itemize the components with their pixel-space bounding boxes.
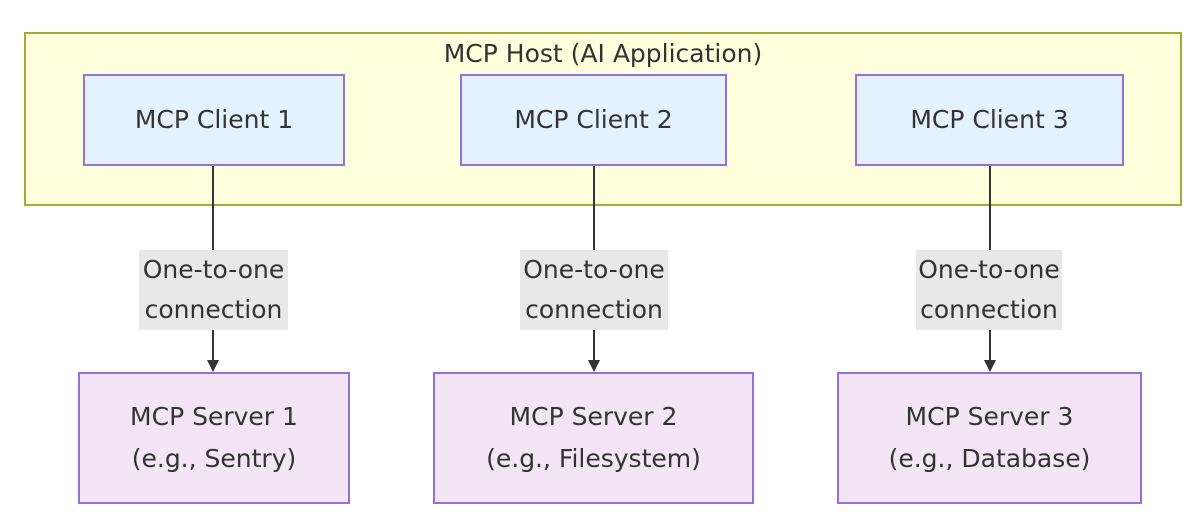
mcp-client-1-node: MCP Client 1 <box>83 74 345 166</box>
mcp-client-3-label: MCP Client 3 <box>910 105 1069 134</box>
edge-label-1: One-to-one connection <box>139 250 288 330</box>
mcp-server-2-name: MCP Server 2 <box>509 402 678 431</box>
edge-label-3-line1: One-to-one <box>918 255 1060 284</box>
edge-label-2: One-to-one connection <box>520 250 668 330</box>
mcp-server-3-node: MCP Server 3 (e.g., Database) <box>837 372 1142 504</box>
mcp-server-3-example: (e.g., Database) <box>888 444 1091 473</box>
mcp-server-1-node: MCP Server 1 (e.g., Sentry) <box>78 372 350 504</box>
edge-label-1-line1: One-to-one <box>142 255 285 284</box>
edge-label-3-line2: connection <box>920 295 1058 324</box>
mcp-server-1-name: MCP Server 1 <box>130 402 298 431</box>
mcp-server-1-example: (e.g., Sentry) <box>131 444 297 473</box>
mcp-server-2-example: (e.g., Filesystem) <box>486 444 701 473</box>
edge-label-2-line1: One-to-one <box>523 255 665 284</box>
edge-label-3: One-to-one connection <box>916 250 1062 330</box>
edge-label-2-line2: connection <box>525 295 663 324</box>
mcp-client-3-node: MCP Client 3 <box>855 74 1124 166</box>
mcp-server-2-node: MCP Server 2 (e.g., Filesystem) <box>433 372 754 504</box>
mcp-client-2-node: MCP Client 2 <box>460 74 727 166</box>
mcp-client-1-label: MCP Client 1 <box>134 105 294 134</box>
mcp-client-2-label: MCP Client 2 <box>514 105 673 134</box>
mcp-server-3-name: MCP Server 3 <box>905 402 1074 431</box>
mcp-host-title: MCP Host (AI Application) <box>443 39 763 68</box>
edge-label-1-line2: connection <box>144 295 283 324</box>
